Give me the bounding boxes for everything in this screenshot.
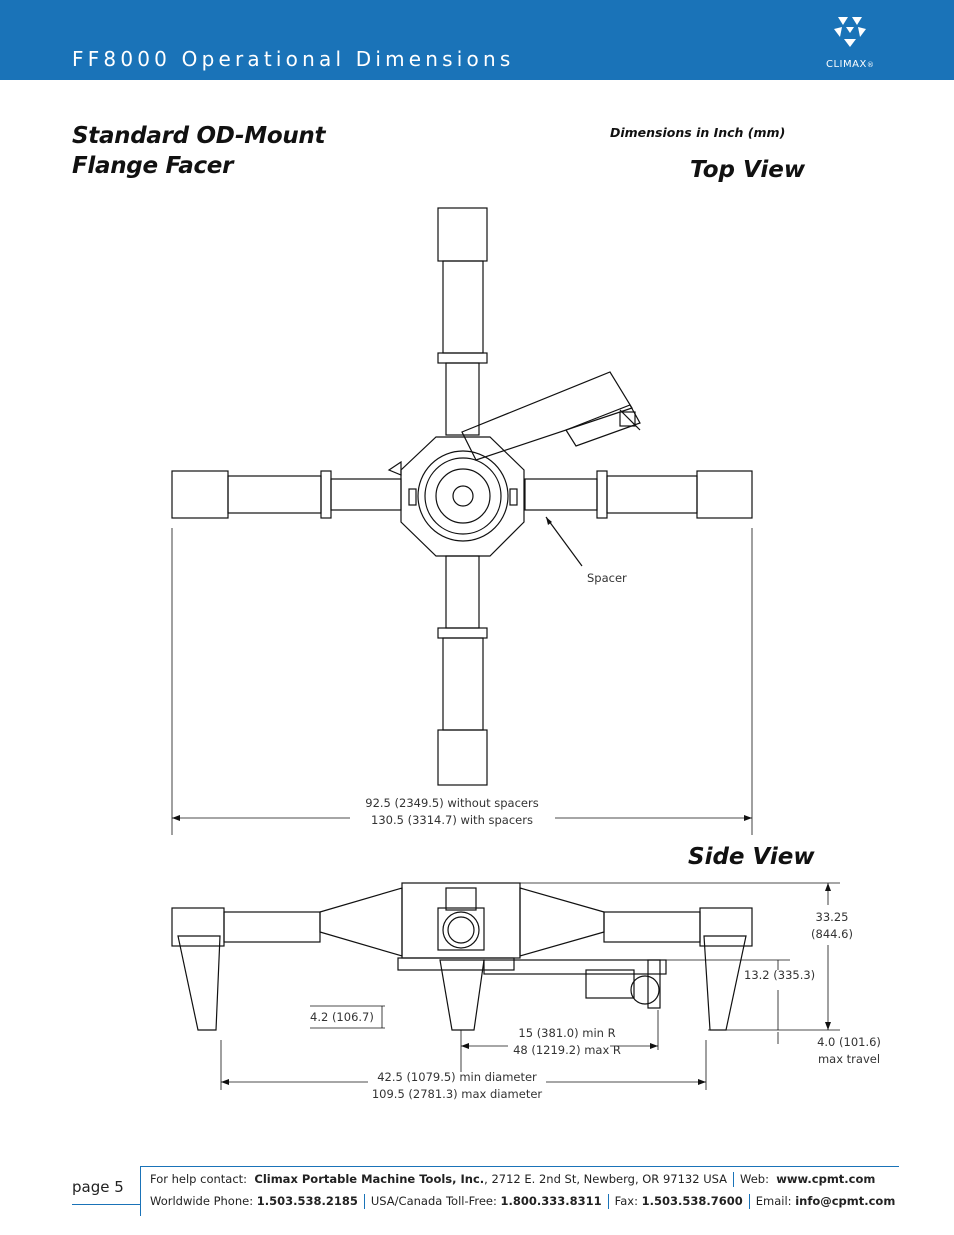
page-number: page 5 [72, 1178, 124, 1196]
document-title: Standard OD-Mount Flange Facer [72, 121, 326, 181]
tollfree-number: 1.800.333.8311 [500, 1194, 602, 1208]
side-view-title: Side View [688, 844, 815, 870]
footer-rule [140, 1166, 899, 1167]
total-height-line-2: (844.6) [811, 927, 853, 941]
title-line-2: Flange Facer [72, 153, 234, 179]
footer-separator [748, 1194, 750, 1209]
footer-divider [140, 1166, 141, 1216]
spacer-label: Spacer [587, 571, 627, 585]
arm-height-dimension: 13.2 (335.3) [744, 968, 816, 982]
radius-line-2: 48 (1219.2) max R [513, 1043, 621, 1057]
web-label: Web: [740, 1172, 769, 1186]
web-link[interactable]: www.cpmt.com [776, 1172, 876, 1186]
title-line-1: Standard OD-Mount [72, 123, 326, 149]
climax-logo-icon [834, 17, 866, 47]
travel-line-2: max travel [817, 1052, 881, 1066]
radius-line-1: 15 (381.0) min R [518, 1026, 616, 1040]
company-address: , 2712 E. 2nd St, Newberg, OR 97132 USA [484, 1172, 727, 1186]
total-height-line-1: 33.25 [815, 910, 849, 924]
top-width-dimension: 92.5 (2349.5) without spacers 130.5 (331… [352, 795, 552, 829]
diameter-line-2: 109.5 (2781.3) max diameter [371, 1087, 543, 1101]
top-view-tool-arm [461, 371, 641, 461]
help-label: For help contact: [150, 1172, 248, 1186]
fax-label: Fax: [614, 1194, 638, 1208]
top-width-line-1: 92.5 (2349.5) without spacers [365, 796, 539, 810]
top-view-title: Top View [690, 157, 806, 183]
radius-dimension: 15 (381.0) min R 48 (1219.2) max R [503, 1025, 631, 1059]
tollfree-label: USA/Canada Toll-Free: [370, 1194, 497, 1208]
page-title: FF8000 Operational Dimensions [72, 47, 515, 71]
fax-number: 1.503.538.7600 [641, 1194, 743, 1208]
footer-separator [733, 1172, 734, 1187]
top-width-line-2: 130.5 (3314.7) with spacers [371, 813, 533, 827]
top-view-center-hub [387, 436, 525, 557]
foot-dimension: 4.2 (106.7) [310, 1010, 374, 1024]
footer-separator [363, 1194, 365, 1209]
diameter-dimension: 42.5 (1079.5) min diameter 109.5 (2781.3… [360, 1069, 554, 1103]
footer-page-rule [72, 1204, 140, 1205]
logo-text: CLIMAX® [826, 59, 875, 70]
total-height-dimension: 33.25 (844.6) [796, 909, 868, 943]
email-label: Email: [755, 1194, 792, 1208]
travel-line-1: 4.0 (101.6) [817, 1035, 881, 1049]
phone-number: 1.503.538.2185 [256, 1194, 358, 1208]
company-name: Climax Portable Machine Tools, Inc. [254, 1172, 485, 1186]
side-view-dimensions [220, 882, 840, 1090]
footer-separator [607, 1194, 609, 1209]
diameter-line-1: 42.5 (1079.5) min diameter [377, 1070, 537, 1084]
footer-contact-row: For help contact: Climax Portable Machin… [150, 1172, 875, 1187]
top-view-horizontal-arm [171, 470, 753, 519]
units-note: Dimensions in Inch (mm) [610, 125, 786, 140]
header-bar: FF8000 Operational Dimensions CLIMAX® [0, 0, 954, 80]
top-view-vertical-arm [437, 207, 488, 786]
side-view-body [171, 882, 753, 1031]
travel-dimension: 4.0 (101.6) max travel [806, 1034, 892, 1068]
phone-label: Worldwide Phone: [150, 1194, 254, 1208]
footer-phone-row: Worldwide Phone: 1.503.538.2185 USA/Canad… [150, 1194, 895, 1209]
email-link[interactable]: info@cpmt.com [795, 1194, 896, 1208]
